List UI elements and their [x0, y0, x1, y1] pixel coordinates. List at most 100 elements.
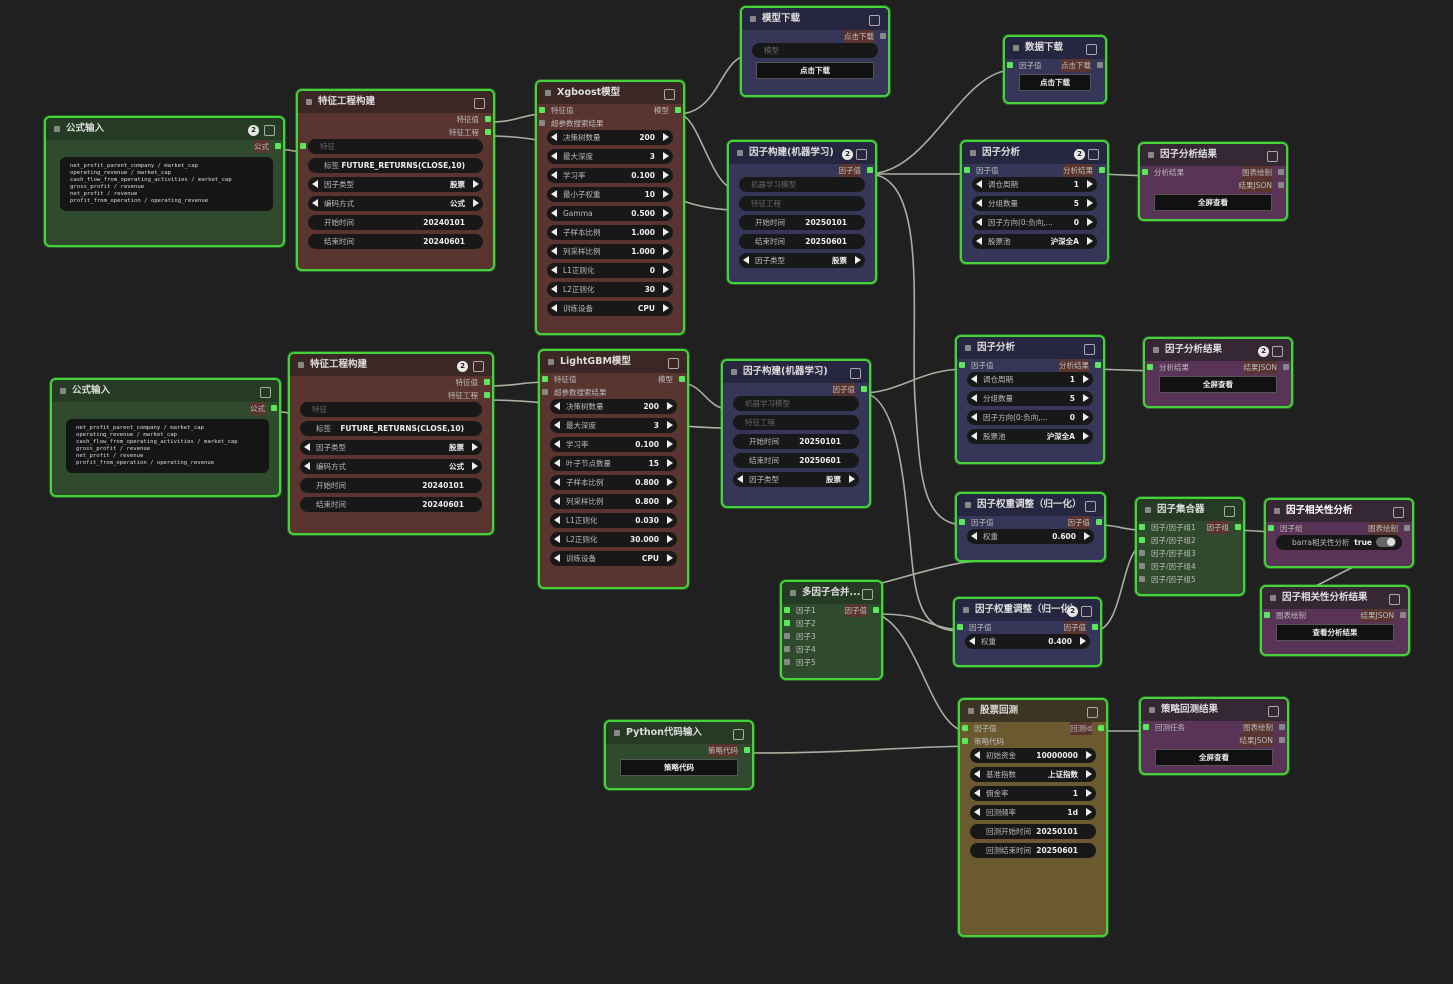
arrow-left-icon[interactable]	[554, 554, 560, 562]
arrow-left-icon[interactable]	[551, 190, 557, 198]
node-title[interactable]: 因子构建(机器学习)	[723, 361, 869, 383]
settings-icon[interactable]	[668, 358, 679, 369]
output-dot[interactable]	[880, 33, 886, 39]
arrow-left-icon[interactable]	[554, 535, 560, 543]
input-dot[interactable]	[784, 620, 790, 626]
formula-textarea[interactable]: net_profit_parent_company / market_cap o…	[60, 157, 273, 211]
output-slot[interactable]: 公式	[52, 402, 279, 415]
arrow-right-icon[interactable]	[663, 285, 669, 293]
output-dot[interactable]	[271, 405, 277, 411]
node-title[interactable]: 多因子合并...	[782, 582, 881, 604]
arrow-left-icon[interactable]	[304, 462, 310, 470]
arrow-left-icon[interactable]	[551, 266, 557, 274]
input-dot[interactable]	[784, 607, 790, 613]
io-slot-3[interactable]: 因子3	[782, 630, 881, 643]
node-title[interactable]: 因子分析	[962, 142, 1107, 164]
output-dot[interactable]	[1278, 182, 1284, 188]
arrow-left-icon[interactable]	[554, 478, 560, 486]
arrow-left-icon[interactable]	[974, 770, 980, 778]
output-dot[interactable]	[275, 143, 281, 149]
arrow-left-icon[interactable]	[551, 228, 557, 236]
arrow-left-icon[interactable]	[976, 180, 982, 188]
output-slot[interactable]: 因子值	[723, 383, 869, 396]
factor-correlation-result-node[interactable]: 因子相关性分析结果 图表绘制结果JSON 查看分析结果	[1260, 585, 1410, 656]
factor-analysis-result-node-1[interactable]: 因子分析结果 分析结果图表绘制 结果JSON 全屏查看	[1138, 142, 1288, 221]
settings-icon[interactable]	[1389, 594, 1400, 605]
feature-eng-input[interactable]: 特征工程	[739, 196, 865, 211]
settings-icon[interactable]	[1272, 346, 1283, 357]
feature-eng-input[interactable]: 特征工程	[733, 415, 859, 430]
node-title[interactable]: 股票回测	[960, 700, 1106, 722]
arrow-left-icon[interactable]	[971, 432, 977, 440]
arrow-left-icon[interactable]	[551, 247, 557, 255]
io-slot-4[interactable]: 因子4	[782, 643, 881, 656]
arrow-right-icon[interactable]	[667, 402, 673, 410]
io-slot-2[interactable]: 超参数搜索结果	[537, 117, 683, 130]
arrow-left-icon[interactable]	[551, 171, 557, 179]
formula-input-node-1[interactable]: 公式输入 2 公式 net_profit_parent_company / ma…	[44, 116, 285, 247]
arrow-right-icon[interactable]	[667, 497, 673, 505]
io-slot[interactable]: 因子值分析结果	[957, 359, 1103, 372]
settings-icon[interactable]	[1084, 344, 1095, 355]
output-dot[interactable]	[1404, 525, 1410, 531]
python-code-input-node[interactable]: Python代码输入 策略代码 策略代码	[604, 720, 754, 790]
input-dot[interactable]	[1147, 364, 1153, 370]
model-download-node[interactable]: 模型下载 点击下载 模型 点击下载	[740, 6, 890, 97]
factor-direction-select[interactable]: 因子方向(0:负向,...0	[972, 215, 1097, 230]
output-dot[interactable]	[873, 607, 879, 613]
arrow-right-icon[interactable]	[473, 199, 479, 207]
output-dot[interactable]	[1400, 612, 1406, 618]
stock-pool-select[interactable]: 股票池沪深全A	[972, 234, 1097, 249]
input-dot[interactable]	[1139, 576, 1145, 582]
ml-model-input[interactable]: 机器学习模型	[733, 396, 859, 411]
output-dot[interactable]	[744, 747, 750, 753]
factor-direction-select[interactable]: 因子方向(0:负向,...0	[967, 410, 1093, 425]
arrow-right-icon[interactable]	[663, 304, 669, 312]
input-dot[interactable]	[1264, 612, 1270, 618]
arrow-left-icon[interactable]	[971, 394, 977, 402]
arrow-right-icon[interactable]	[663, 228, 669, 236]
arrow-left-icon[interactable]	[971, 532, 977, 540]
arrow-right-icon[interactable]	[663, 152, 669, 160]
arrow-right-icon[interactable]	[663, 133, 669, 141]
arrow-right-icon[interactable]	[667, 459, 673, 467]
fullscreen-button[interactable]: 全屏查看	[1155, 749, 1273, 766]
arrow-right-icon[interactable]	[1087, 199, 1093, 207]
data-download-node[interactable]: 数据下载 因子值点击下载 点击下载	[1003, 35, 1107, 104]
io-slot-1[interactable]: 分析结果图表绘制	[1140, 166, 1286, 179]
settings-icon[interactable]	[1085, 501, 1096, 512]
arrow-right-icon[interactable]	[1086, 770, 1092, 778]
settings-icon[interactable]	[869, 15, 880, 26]
settings-icon[interactable]	[1086, 44, 1097, 55]
settings-icon[interactable]	[473, 361, 484, 372]
output-dot[interactable]	[867, 167, 873, 173]
io-slot-1[interactable]: 特征值模型	[537, 104, 683, 117]
settings-icon[interactable]	[1268, 706, 1279, 717]
arrow-left-icon[interactable]	[554, 402, 560, 410]
input-dot[interactable]	[1143, 724, 1149, 730]
arrow-right-icon[interactable]	[1086, 808, 1092, 816]
settings-icon[interactable]	[862, 589, 873, 600]
factor-type-select[interactable]: 因子类型股票	[733, 472, 859, 487]
fullscreen-button[interactable]: 全屏查看	[1154, 194, 1272, 211]
node-title[interactable]: 策略回测结果	[1141, 699, 1287, 721]
arrow-left-icon[interactable]	[551, 133, 557, 141]
node-title[interactable]: 因子相关性分析结果	[1262, 587, 1408, 609]
